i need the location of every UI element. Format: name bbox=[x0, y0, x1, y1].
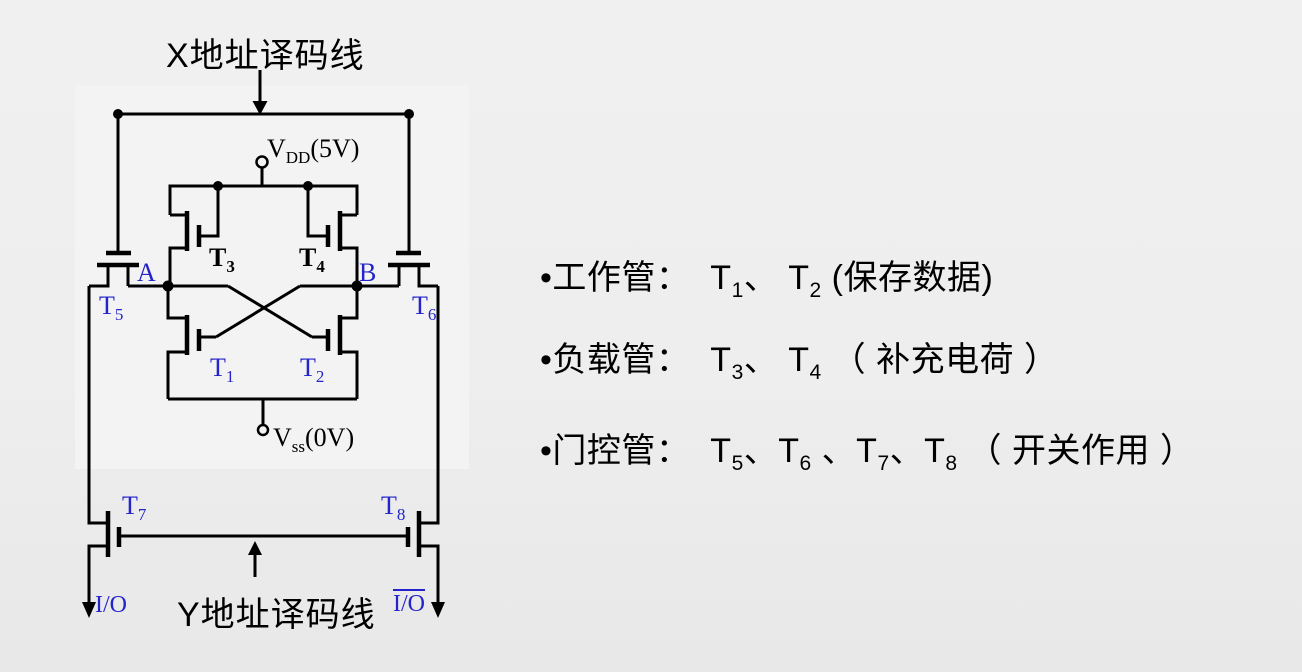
t4-label: T4 bbox=[299, 243, 325, 277]
circuit-background-panel bbox=[75, 85, 469, 469]
t7-label: T7 bbox=[122, 491, 147, 525]
vss-terminal-circle bbox=[256, 423, 270, 437]
io-label: I/O bbox=[95, 592, 127, 618]
transistor-t4-symbol bbox=[306, 189, 359, 286]
bit-line-left bbox=[87, 286, 107, 525]
down-arrowhead bbox=[252, 101, 268, 115]
transistor-t1-symbol bbox=[166, 286, 216, 399]
x-address-line bbox=[113, 70, 414, 251]
vdd-terminal-circle bbox=[255, 155, 269, 169]
junction-dot bbox=[213, 181, 223, 191]
up-arrowhead bbox=[248, 541, 262, 555]
t8-label: T8 bbox=[381, 491, 406, 525]
transistor-t6-symbol bbox=[388, 250, 438, 288]
t5-label: T5 bbox=[99, 291, 124, 325]
vdd-label: VDD(5V) bbox=[267, 134, 360, 168]
transistor-t3-symbol bbox=[168, 189, 220, 286]
transistor-t8-symbol bbox=[405, 511, 445, 618]
note-gating-transistors: •门控管： T5、T6 、T7、T8 （ 开关作用 ） bbox=[540, 432, 1195, 475]
transistor-t7-symbol bbox=[82, 511, 122, 618]
io-right-arrowhead bbox=[431, 602, 445, 618]
bullet-marker: • bbox=[540, 341, 553, 379]
t1-label: T1 bbox=[210, 353, 235, 387]
vss-label: Vss(0V) bbox=[273, 423, 355, 457]
io-left-arrowhead bbox=[82, 602, 96, 618]
note-working-transistors: •工作管： T1、 T2 (保存数据) bbox=[540, 259, 994, 302]
bit-line-right bbox=[420, 286, 440, 525]
node-b-label: B bbox=[359, 258, 377, 287]
vdd-rail bbox=[168, 155, 359, 215]
io-bar-label: I/O bbox=[393, 589, 425, 617]
t2-label: T2 bbox=[300, 353, 325, 387]
x-address-line-label: X地址译码线 bbox=[166, 37, 365, 75]
note-load-transistors: •负载管： T3、 T4 （ 补充电荷 ） bbox=[540, 341, 1059, 384]
t3-label: T3 bbox=[209, 243, 235, 277]
vss-rail bbox=[168, 397, 357, 437]
y-address-line bbox=[120, 534, 407, 577]
cross-coupling-wires bbox=[128, 280, 399, 339]
bullet-marker: • bbox=[540, 432, 553, 470]
transistor-t2-symbol bbox=[312, 286, 359, 399]
bullet-marker: • bbox=[540, 259, 553, 297]
junction-dot bbox=[303, 181, 313, 191]
node-a-label: A bbox=[137, 258, 156, 287]
t6-label: T6 bbox=[412, 291, 437, 325]
y-address-line-label: Y地址译码线 bbox=[177, 596, 376, 634]
transistor-t5-symbol bbox=[89, 250, 139, 288]
